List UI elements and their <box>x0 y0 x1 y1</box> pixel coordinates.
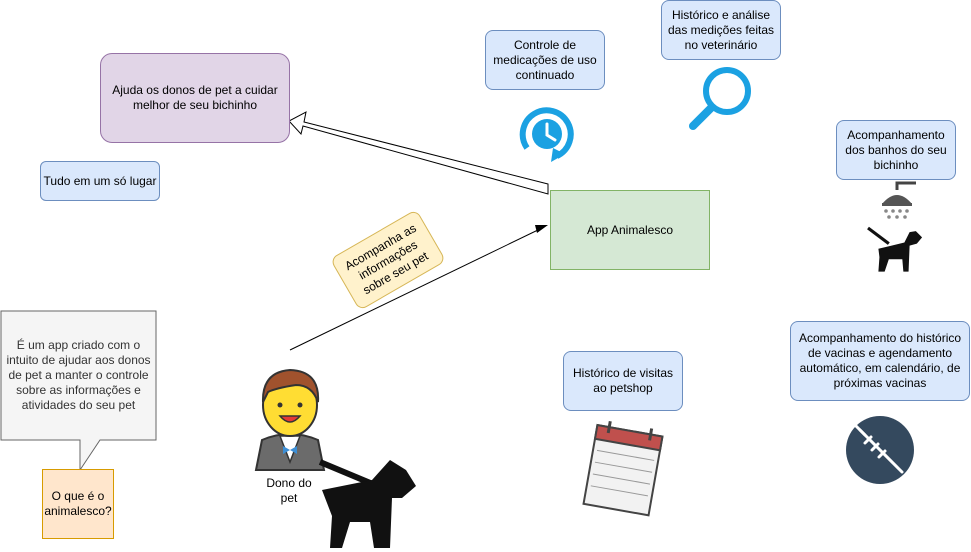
goal-text: Ajuda os donos de pet a cuidar melhor de… <box>112 83 278 112</box>
what-is-answer: É um app criado com o intuito de ajudar … <box>6 338 151 412</box>
what-is-question-node[interactable]: O que é o animalesco? <box>42 469 114 539</box>
goal-arrow <box>288 111 549 195</box>
app-node[interactable]: App Animalesco <box>550 190 710 270</box>
owner-app-edge <box>289 228 541 351</box>
all-in-one-text: Tudo em um só lugar <box>43 173 157 188</box>
owner-label: Dono do pet <box>266 476 312 505</box>
what-is-question-text: O que é o animalesco? <box>44 489 112 518</box>
owner-app-arrowhead <box>535 225 548 233</box>
medications-text: Controle de medicações de uso continuado <box>493 37 597 82</box>
petshop-node[interactable]: Histórico de visitas ao petshop <box>563 351 683 411</box>
goal-node[interactable]: Ajuda os donos de pet a cuidar melhor de… <box>100 53 290 143</box>
vet-history-text: Histórico e análise das medições feitas … <box>667 7 775 52</box>
all-in-one-node[interactable]: Tudo em um só lugar <box>40 161 160 201</box>
medications-node[interactable]: Controle de medicações de uso continuado <box>485 30 605 90</box>
vet-history-node[interactable]: Histórico e análise das medições feitas … <box>661 0 781 60</box>
petshop-text: Histórico de visitas ao petshop <box>572 366 674 395</box>
baths-text: Acompanhamento dos banhos do seu bichinh… <box>845 127 947 172</box>
vaccines-text: Acompanhamento do histórico de vacinas e… <box>798 331 962 390</box>
baths-node[interactable]: Acompanhamento dos banhos do seu bichinh… <box>836 120 956 180</box>
app-text: App Animalesco <box>586 222 674 237</box>
vaccines-node[interactable]: Acompanhamento do histórico de vacinas e… <box>790 321 970 401</box>
